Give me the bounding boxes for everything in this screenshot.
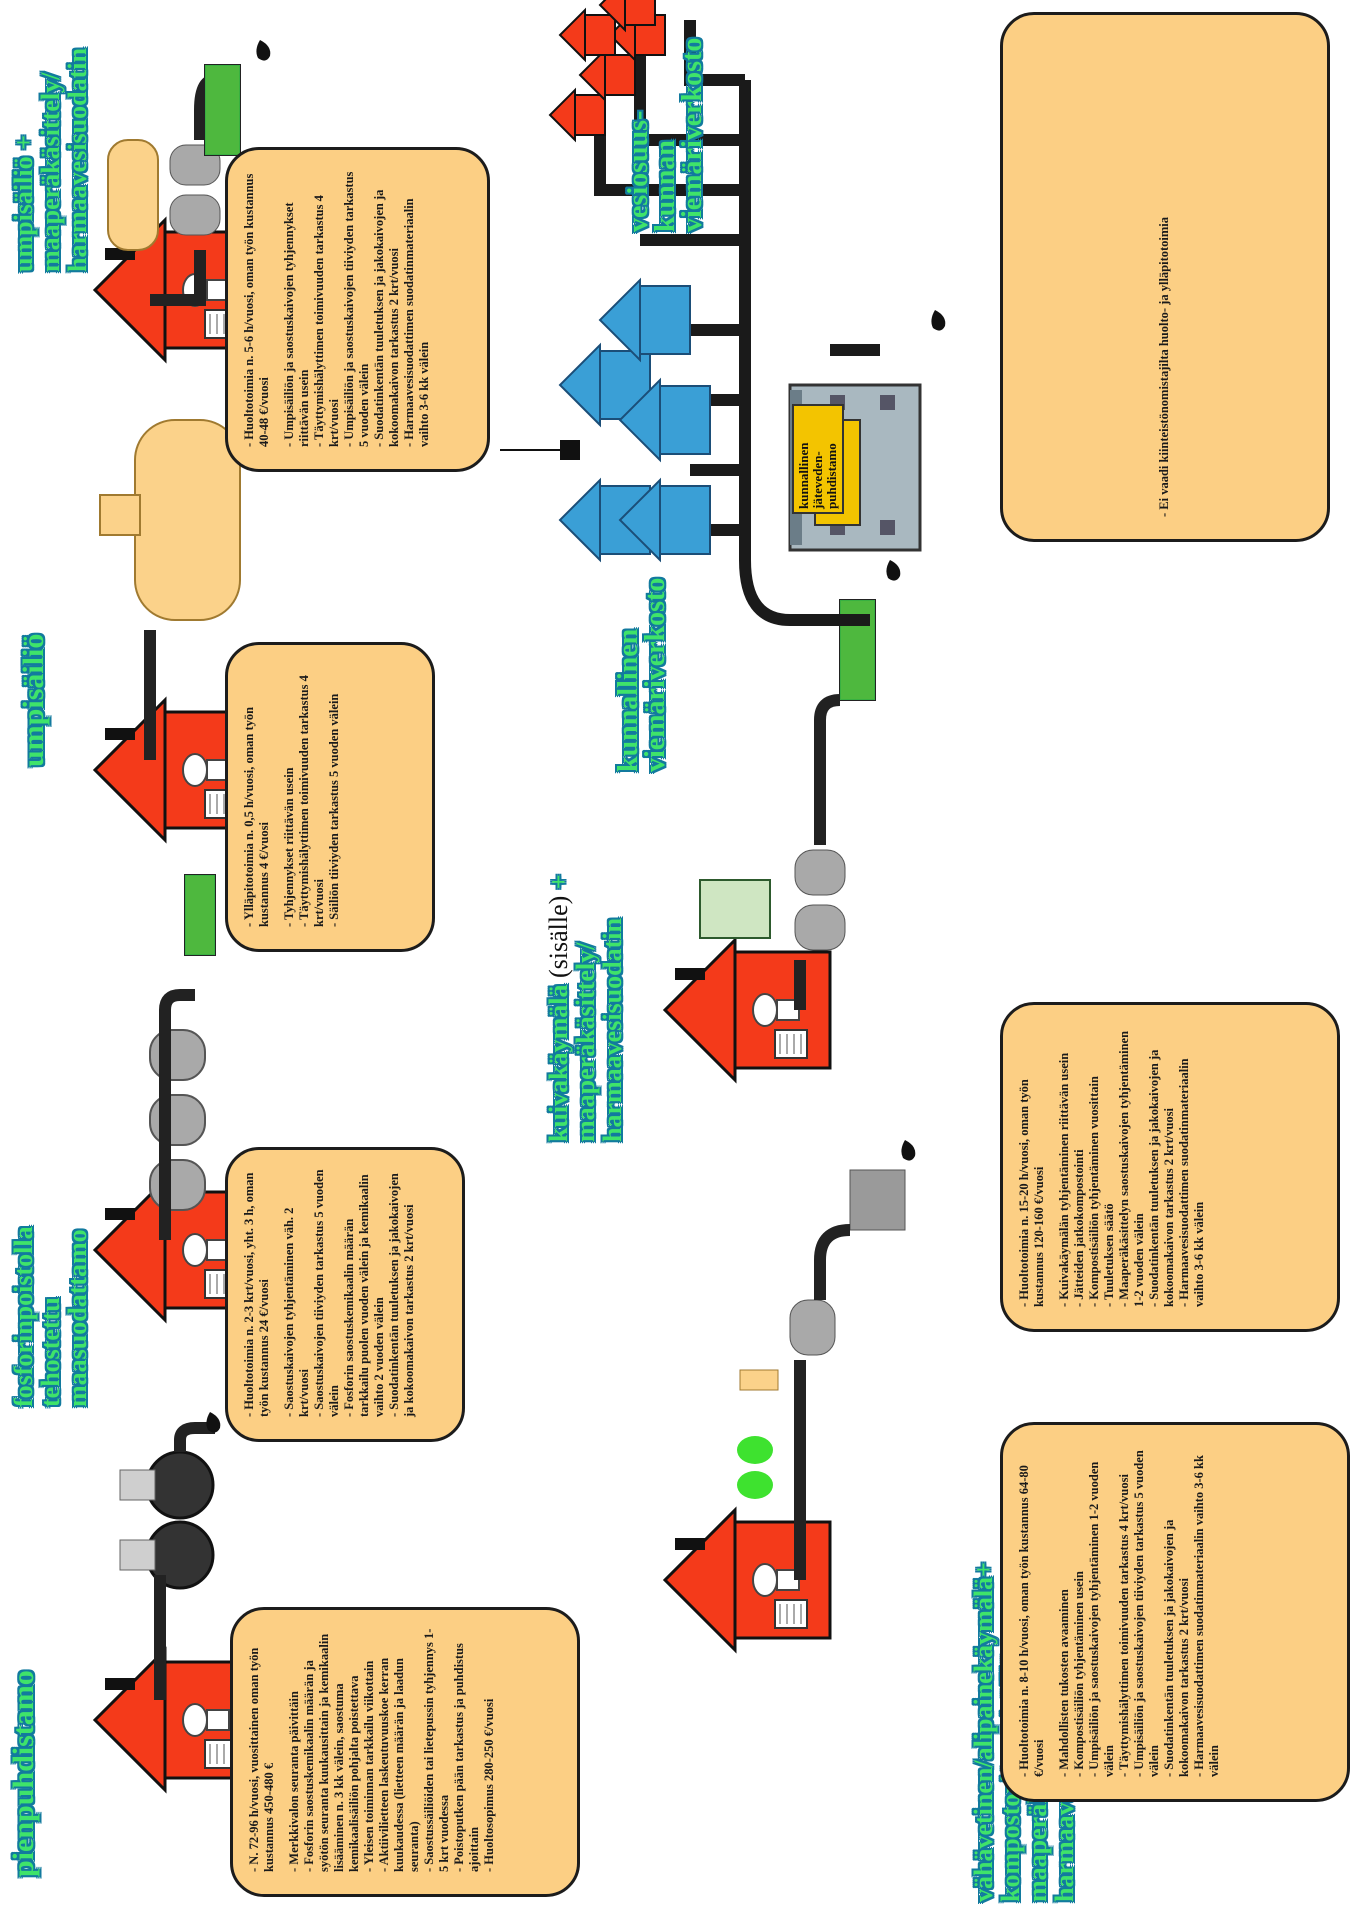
- title-rest: maaperäkäsittely/ harmaavesisuodatin: [571, 918, 627, 1142]
- title-plain: (sisälle): [544, 889, 573, 984]
- network-label-municipal: kunnallinen viemäriverkosto: [615, 578, 669, 772]
- list-item: Täyttymishälyttimen toimivuuden tarkastu…: [1117, 1443, 1132, 1777]
- plant-label: kunnallinen jäteveden- puhdistamo: [792, 404, 844, 514]
- maintenance-lead: Huoltotoimia n. 5-6 h/vuosi, oman työn k…: [242, 168, 272, 447]
- list-item: Poistoputken pään tarkastus ja puhdistus…: [452, 1628, 482, 1872]
- list-item: Yleisen toiminnan tarkkailu viikottain: [362, 1628, 377, 1872]
- list-item: Tuuletuksen säätö: [1102, 1023, 1117, 1307]
- list-item: Suodatinkentän tuuletuksen ja jakokaivoj…: [1147, 1023, 1177, 1307]
- title-plus: +: [544, 874, 573, 889]
- list-item: Huoltosopimus 280-250 €/vuosi: [482, 1628, 497, 1872]
- maintenance-box-kompostori: Huoltotoimia n. 8-10 h/vuosi, oman työn …: [1000, 1422, 1350, 1802]
- list-item: Suodatinkentän tuuletuksen ja jakokaivoj…: [387, 1168, 417, 1417]
- list-item: Säiliön tiiviyden tarkastus 5 vuoden väl…: [327, 663, 342, 927]
- list-item: Fosforin saostuskemikaalin määrän ja syö…: [302, 1628, 362, 1872]
- system-title: fosforinpoistolla tehostettu maasuodatta…: [10, 1226, 91, 1407]
- list-item: Suodatinkentän tuuletuksen ja jakokaivoj…: [1162, 1443, 1192, 1777]
- maintenance-list: Saostuskaivojen tyhjentäminen väh. 2 krt…: [282, 1168, 417, 1417]
- list-item: Harmaavesisuodattimen suodatinmateriaali…: [402, 168, 432, 447]
- maintenance-box-pienpuhdistamo: N. 72-96 h/vuosi, vuosittainen oman työn…: [230, 1607, 580, 1897]
- list-item: Täyttymishälyttimen toimivuuden tarkastu…: [312, 168, 342, 447]
- maintenance-lead: N. 72-96 h/vuosi, vuosittainen oman työn…: [247, 1628, 277, 1872]
- system-title: umpisäiliö: [20, 634, 47, 767]
- list-item: Fosforin saostuskemikaalin määrän tarkka…: [342, 1168, 387, 1417]
- maintenance-box-umpisailio: Ylläpitotoimia n. 0,5 h/vuosi, oman työn…: [225, 642, 435, 952]
- list-item: Harmaavesisuodattimen suodatinmateriaali…: [1177, 1023, 1207, 1307]
- system-title: pienpuhdistamo: [10, 1670, 37, 1877]
- list-item: Umpisäiliön ja saostuskaivojen tyhjentäm…: [1087, 1443, 1117, 1777]
- system-title: umpisäiliö + maaperäkäsittely/ harmaaves…: [10, 48, 91, 272]
- plant-note: Ei vaadi kiinteistönomistajilta huolto- …: [1157, 33, 1172, 517]
- list-item: Saostuskaivojen tiiviyden tarkastus 5 vu…: [312, 1168, 342, 1417]
- maintenance-box-fosforinpoisto: Huoltotoimia n. 2-3 krt/vuosi, yht. 3 h,…: [225, 1147, 465, 1442]
- maintenance-lead: Ylläpitotoimia n. 0,5 h/vuosi, oman työn…: [242, 663, 272, 927]
- maintenance-lead: Huoltotoimia n. 8-10 h/vuosi, oman työn …: [1017, 1443, 1047, 1777]
- maintenance-list: Umpisäiliön ja saostuskaivojen tyhjennyk…: [282, 168, 432, 447]
- network-label-cooperative: vesiosuus- kunnan viemäriverkosto: [625, 38, 706, 232]
- list-item: Aktiivilietteen laskeutuvuuskoe kerran k…: [377, 1628, 422, 1872]
- list-item: Täyttymishälyttimen toimivuuden tarkastu…: [297, 663, 327, 927]
- system-title: kuivakäymälä (sisälle) + maaperäkäsittely…: [545, 874, 626, 1142]
- list-item: Mahdollisten tukosten avaaminen: [1057, 1443, 1072, 1777]
- list-item: Tyhjennykset riittävän usein: [282, 663, 297, 927]
- list-item: Umpisäiliön ja saostuskaivojen tiiviyden…: [342, 168, 372, 447]
- list-item: Maaperäkäsittelyn saostuskaivojen tyhjen…: [1117, 1023, 1147, 1307]
- maintenance-list: Tyhjennykset riittävän usein Täyttymishä…: [282, 663, 342, 927]
- list-item: Kompostisäiliön tyhjentäminen vuosittain: [1087, 1023, 1102, 1307]
- list-item: Umpisäiliön ja saostuskaivojen tyhjennyk…: [282, 168, 312, 447]
- list-item: Umpisäiliön ja saostuskaivojen tiiviyden…: [1132, 1443, 1162, 1777]
- maintenance-lead: Huoltotoimia n. 2-3 krt/vuosi, yht. 3 h,…: [242, 1168, 272, 1417]
- plant-note-box: Ei vaadi kiinteistönomistajilta huolto- …: [1000, 12, 1330, 542]
- list-item: Merkkivalon seuranta päivittäin: [287, 1628, 302, 1872]
- maintenance-list: Mahdollisten tukosten avaaminen Komposti…: [1057, 1443, 1222, 1777]
- list-item: Kompostisäiliön tyhjentäminen usein: [1072, 1443, 1087, 1777]
- maintenance-list: Merkkivalon seuranta päivittäin Fosforin…: [287, 1628, 497, 1872]
- list-item: Jätteiden jatkokompostointi: [1072, 1023, 1087, 1307]
- list-item: Suodatinkentän tuuletuksen ja jakokaivoj…: [372, 168, 402, 447]
- title-main: kuivakäymälä: [544, 985, 573, 1143]
- maintenance-box-umpisailio-maapera: Huoltotoimia n. 5-6 h/vuosi, oman työn k…: [225, 147, 490, 472]
- list-item: Kuivakäymälän tyhjentäminen riittävän us…: [1057, 1023, 1072, 1307]
- list-item: Saostuskaivojen tyhjentäminen väh. 2 krt…: [282, 1168, 312, 1417]
- maintenance-lead: Huoltotoimia n. 15-20 h/vuosi, oman työn…: [1017, 1023, 1047, 1307]
- maintenance-list: Kuivakäymälän tyhjentäminen riittävän us…: [1057, 1023, 1207, 1307]
- maintenance-box-kuivakaymala: Huoltotoimia n. 15-20 h/vuosi, oman työn…: [1000, 1002, 1340, 1332]
- list-item: Saostussäiliöiden tai lietepussin tyhjen…: [422, 1628, 452, 1872]
- list-item: Harmaavesisuodattimen suodatinmateriaali…: [1192, 1443, 1222, 1777]
